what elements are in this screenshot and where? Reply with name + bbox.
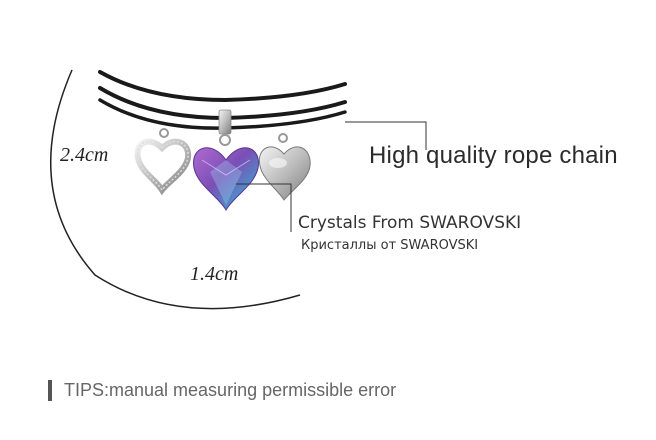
tips-text: TIPS:manual measuring permissible error: [64, 380, 397, 400]
silver-heart-charm: [258, 133, 311, 201]
crystal-bail: [218, 109, 232, 146]
crystal-leader-line: [236, 183, 292, 232]
crystal-heart-charm: [193, 147, 259, 212]
height-dimension-label: 2.4cm: [60, 144, 109, 166]
rope-callout: High quality rope chain: [369, 142, 618, 169]
measurement-arc: [50, 69, 301, 310]
tips-bar-marker: [48, 380, 52, 401]
open-heart-charm: [134, 128, 192, 196]
rope-leader-line: [345, 121, 427, 150]
crystal-callout-ru: Кристаллы от SWAROVSKI: [301, 238, 479, 253]
crystal-callout-en: Crystals From SWAROVSKI: [298, 213, 522, 233]
width-dimension-label: 1.4cm: [190, 263, 239, 285]
